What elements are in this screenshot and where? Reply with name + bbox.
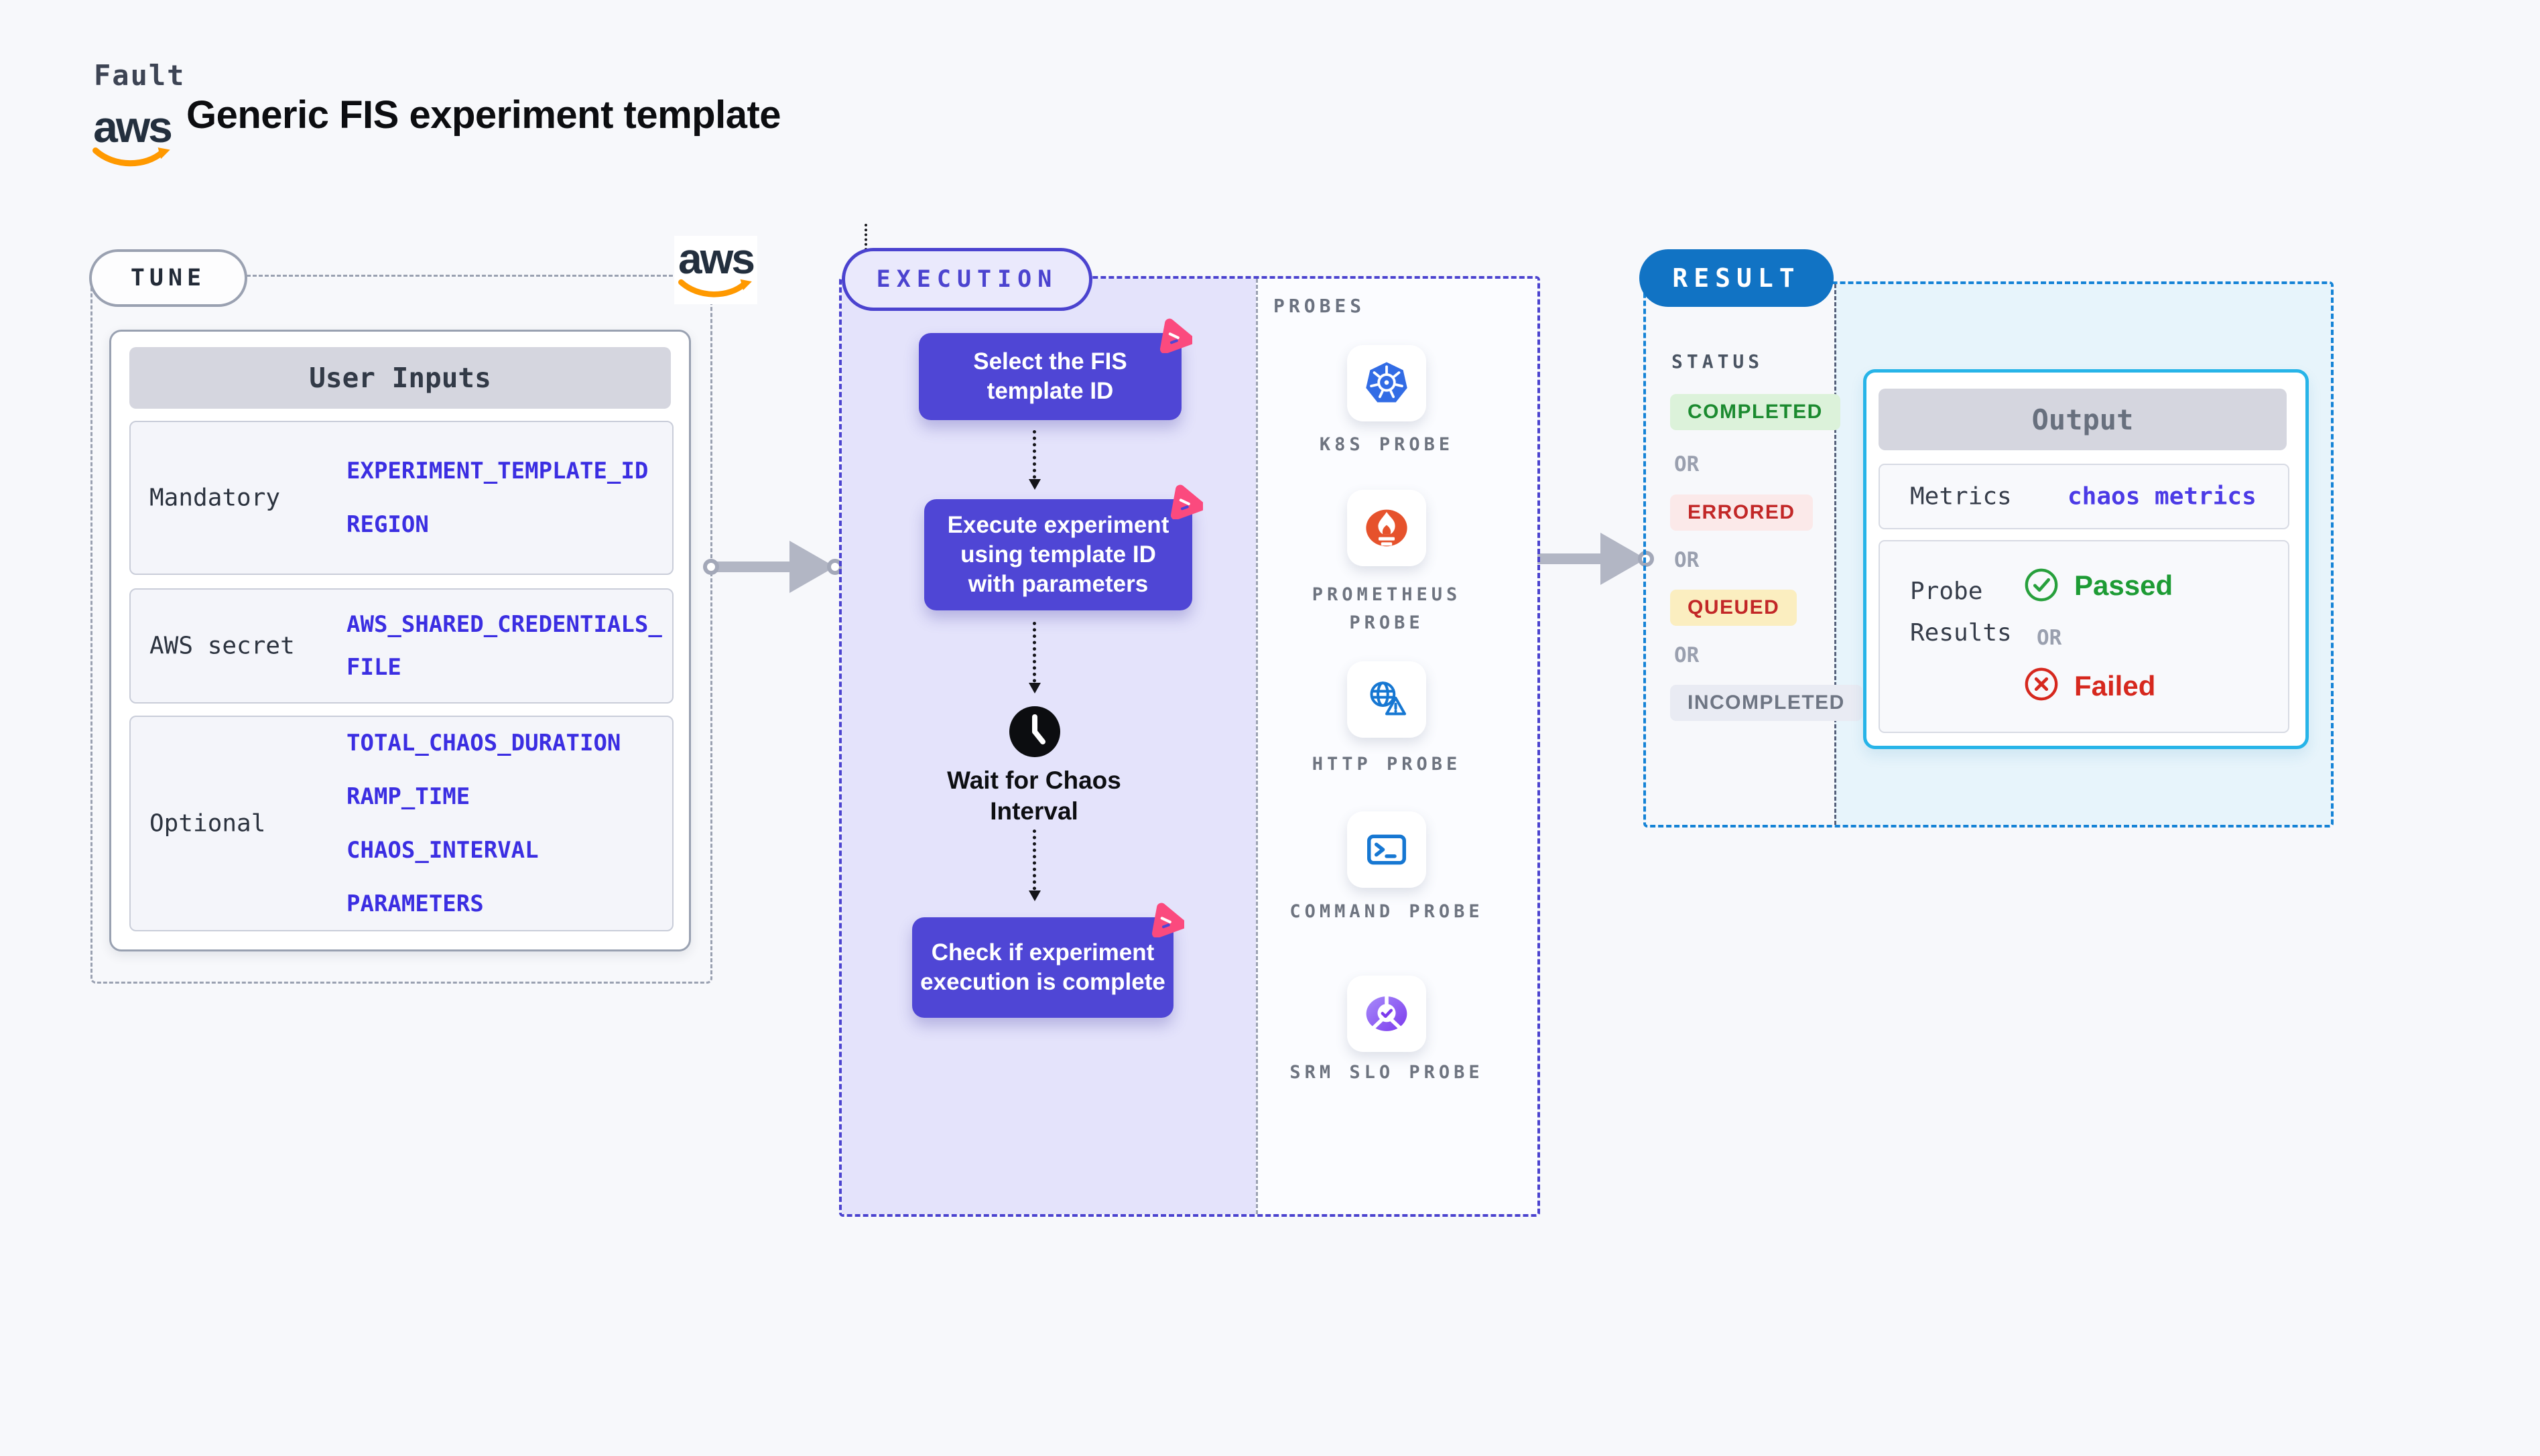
litmus-chaos-icon [1159,318,1192,353]
flow-step-select-template: Select the FIS template ID [919,318,1192,420]
row-label: Optional [149,809,266,838]
probe-label: K8S PROBE [1319,434,1454,455]
probe-card-http [1347,661,1426,738]
clock-icon [1009,706,1060,757]
row-value: PARAMETERS [346,890,484,917]
row-value: RAMP_TIME [346,783,470,810]
row-label: Mandatory [149,484,281,512]
terminal-icon [1367,834,1406,865]
result-pill-label: RESULT [1672,263,1801,293]
kubernetes-icon [1366,362,1407,403]
wait-step-label: Wait for Chaos Interval [947,767,1121,825]
probes-title: PROBES [1273,295,1366,317]
metrics-label: Metrics [1910,482,2012,511]
flow-step-execute-experiment: Execute experiment using template ID wit… [924,484,1203,610]
flow-arrow-icon [703,541,843,593]
table-row-aws-secret: AWS secret AWS_SHARED_CREDENTIALS_FILE [129,588,674,704]
row-value: TOTAL_CHAOS_DURATION [346,730,621,756]
status-badge-queued: QUEUED [1670,590,1797,626]
row-label: AWS secret [149,632,295,660]
metrics-value: chaos metrics [2068,482,2257,511]
status-badge-errored: ERRORED [1670,494,1813,531]
probes-panel [1256,279,1537,1214]
or-label: OR [2037,626,2062,650]
probe-label: HTTP PROBE [1312,754,1462,775]
http-globe-icon [1370,681,1407,716]
probe-results-row: Probe Results Passed OR Failed [1879,540,2289,733]
probe-label: SRM SLO PROBE [1289,1062,1484,1083]
metrics-row: Metrics chaos metrics [1879,464,2289,529]
output-card: Output Metrics chaos metrics Probe Resul… [1863,369,2309,749]
probe-results-label: Probe Results [1910,578,2012,647]
or-label: OR [1674,643,1700,667]
aws-smile-icon [92,147,170,167]
output-header: Output [1879,389,2287,450]
aws-logo: aws [674,236,757,304]
status-title: STATUS [1671,350,1764,373]
probe-card-srm-slo [1347,976,1426,1052]
user-inputs-table: User Inputs Mandatory EXPERIMENT_TEMPLAT… [109,330,691,951]
litmus-chaos-icon [1170,484,1203,519]
tune-pill-label: TUNE [130,265,206,291]
check-circle-icon [2025,568,2058,602]
dotted-arrow-icon [1029,830,1041,901]
execution-pill: EXECUTION [842,248,1092,311]
table-row-mandatory: Mandatory EXPERIMENT_TEMPLATE_ID REGION [129,421,674,575]
probe-card-k8s [1347,345,1426,421]
aws-logo-text: aws [678,235,755,283]
aws-logo-text: aws [93,102,173,151]
table-header: User Inputs [129,347,671,409]
output-title: Output [2031,403,2134,436]
tune-section [90,275,712,984]
status-badge-incompleted: INCOMPLETED [1670,685,1862,721]
litmus-chaos-icon [1151,903,1184,937]
probe-card-prometheus [1347,490,1426,566]
probe-label: COMMAND PROBE [1289,901,1484,922]
or-label: OR [1674,452,1700,476]
aws-logo: aws [88,102,176,170]
table-title: User Inputs [309,362,491,394]
execution-pill-label: EXECUTION [876,266,1058,293]
row-value: CHAOS_INTERVAL [346,837,539,864]
page-title: Generic FIS experiment template [186,93,781,137]
aws-smile-icon [678,279,752,297]
table-row-optional: Optional TOTAL_CHAOS_DURATION RAMP_TIME … [129,716,674,931]
x-circle-icon [2025,667,2058,701]
row-value: EXPERIMENT_TEMPLATE_ID [346,458,649,484]
dotted-arrow-icon [1029,622,1041,693]
brand-label: Fault [94,59,186,92]
connector-stub [865,224,867,251]
slo-pie-icon [1366,994,1407,1031]
prometheus-icon [1366,509,1407,547]
passed-label: Passed [2074,570,2173,601]
dotted-arrow-icon [1029,430,1041,490]
execution-section [839,276,1540,1217]
status-badge-completed: COMPLETED [1670,394,1840,430]
probe-label: PROMETHEUS PROBE [1312,584,1462,633]
tune-pill: TUNE [89,249,247,307]
row-value: AWS_SHARED_CREDENTIALS_FILE [346,611,662,681]
result-pill: RESULT [1639,249,1834,307]
failed-label: Failed [2074,670,2156,702]
or-label: OR [1674,548,1700,572]
row-value: REGION [346,511,429,538]
flow-step-check-complete: Check if experiment execution is complet… [912,903,1184,1018]
probe-card-command [1347,811,1426,888]
